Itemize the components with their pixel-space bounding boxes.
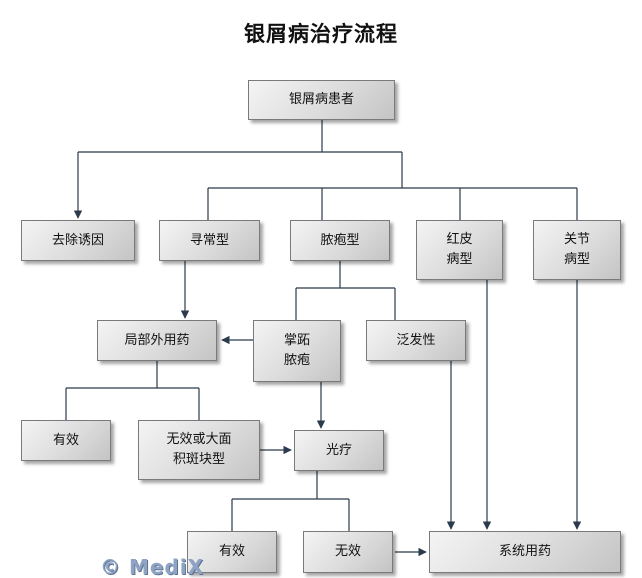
node-phototherapy: 光疗 [294,430,384,471]
node-effective-2: 有效 [187,531,277,573]
node-erythrodermic: 红皮 病型 [416,220,503,280]
node-effective-1: 有效 [21,420,111,461]
node-topical: 局部外用药 [97,320,217,361]
node-ineffective-2: 无效 [303,531,393,573]
node-ineffective-large: 无效或大面 积斑块型 [138,420,260,480]
node-patient: 银屑病患者 [248,80,395,120]
node-vulgaris: 寻常型 [159,220,260,261]
node-arthropathic: 关节 病型 [533,220,621,280]
node-generalized: 泛发性 [366,320,466,361]
watermark-logo: © MediX [100,555,205,578]
node-systemic: 系统用药 [429,531,621,573]
node-palmoplantar: 掌跖 脓疱 [253,320,341,382]
node-remove-cause: 去除诱因 [21,220,135,261]
diagram-title: 银屑病治疗流程 [244,22,398,46]
node-pustular: 脓疱型 [290,220,390,261]
